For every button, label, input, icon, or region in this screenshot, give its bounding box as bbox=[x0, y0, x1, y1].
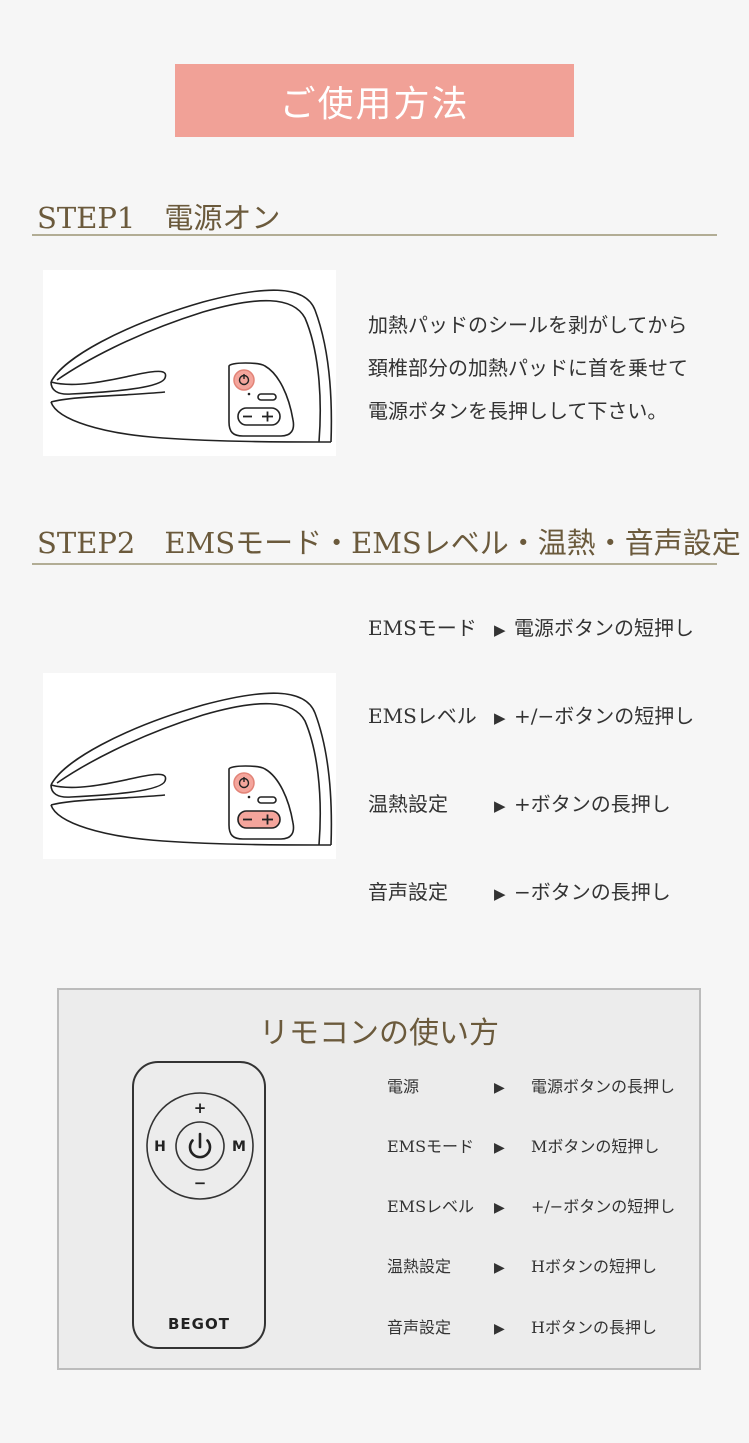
remote-op-ems-level: EMSレベル ▶ +/−ボタンの短押し bbox=[387, 1194, 675, 1220]
power-icon bbox=[188, 1139, 212, 1159]
step2-op-ems-mode: EMSモード ▶ 電源ボタンの短押し bbox=[368, 613, 694, 643]
step2-op-voice: 音声設定 ▶ −ボタンの長押し bbox=[368, 877, 671, 907]
arrow-right-icon: ▶ bbox=[494, 1080, 505, 1096]
step2-op-ems-level: EMSレベル ▶ +/−ボタンの短押し bbox=[368, 701, 694, 731]
op-label: 音声設定 bbox=[387, 1318, 452, 1337]
remote-control-illustration: + − H M BEGOT bbox=[132, 1061, 266, 1349]
page-title: ご使用方法 bbox=[175, 64, 574, 137]
step2-divider bbox=[32, 563, 717, 565]
dpad-ring bbox=[146, 1092, 254, 1200]
h-button: H bbox=[154, 1139, 166, 1155]
arrow-right-icon: ▶ bbox=[494, 1321, 505, 1337]
step1-description: 加熱パッドのシールを剥がしてから 頚椎部分の加熱パッドに首を乗せて 電源ボタンを… bbox=[368, 304, 688, 433]
op-label: EMSモード bbox=[387, 1137, 475, 1156]
arrow-right-icon: ▶ bbox=[494, 621, 506, 639]
arrow-right-icon: ▶ bbox=[494, 709, 506, 727]
step2-heading: STEP2 EMSモード・EMSレベル・温熱・音声設定 bbox=[37, 526, 741, 560]
remote-op-ems-mode: EMSモード ▶ Mボタンの短押し bbox=[387, 1134, 659, 1160]
op-action: Hボタンの短押し bbox=[531, 1257, 657, 1276]
minus-button: − bbox=[194, 1174, 207, 1192]
op-action: +ボタンの長押し bbox=[514, 792, 671, 816]
remote-section-title: リモコンの使い方 bbox=[259, 1016, 499, 1051]
op-label: EMSモード bbox=[368, 616, 477, 640]
op-label: EMSレベル bbox=[387, 1197, 475, 1216]
brand-logo: BEGOT bbox=[168, 1315, 230, 1333]
power-button bbox=[175, 1121, 225, 1171]
remote-op-voice: 音声設定 ▶ Hボタンの長押し bbox=[387, 1315, 657, 1341]
op-action: 電源ボタンの長押し bbox=[531, 1077, 676, 1096]
remote-usage-panel: リモコンの使い方 + − H M BEGOT 電源 ▶ 電源ボタンの長押し EMSモ… bbox=[57, 988, 701, 1370]
op-label: 電源 bbox=[387, 1077, 420, 1096]
step2-op-heat: 温熱設定 ▶ +ボタンの長押し bbox=[368, 789, 671, 819]
step1-heading: STEP1 電源オン bbox=[37, 201, 281, 235]
arrow-right-icon: ▶ bbox=[494, 1140, 505, 1156]
device-illustration-step2 bbox=[43, 673, 336, 859]
op-action: Mボタンの短押し bbox=[531, 1137, 660, 1156]
op-label: 音声設定 bbox=[368, 880, 448, 904]
arrow-right-icon: ▶ bbox=[494, 1260, 505, 1276]
arrow-right-icon: ▶ bbox=[494, 797, 506, 815]
op-label: 温熱設定 bbox=[387, 1257, 452, 1276]
remote-op-power: 電源 ▶ 電源ボタンの長押し bbox=[387, 1074, 675, 1100]
remote-op-heat: 温熱設定 ▶ Hボタンの短押し bbox=[387, 1254, 657, 1280]
op-label: 温熱設定 bbox=[368, 792, 448, 816]
step1-divider bbox=[32, 234, 717, 236]
plus-button: + bbox=[194, 1099, 207, 1117]
arrow-right-icon: ▶ bbox=[494, 1200, 505, 1216]
op-action: +/−ボタンの短押し bbox=[531, 1197, 676, 1216]
op-action: +/−ボタンの短押し bbox=[514, 704, 695, 728]
step1-line: 電源ボタンを長押しして下さい。 bbox=[368, 399, 668, 423]
op-action: Hボタンの長押し bbox=[531, 1318, 657, 1337]
op-action: −ボタンの長押し bbox=[514, 880, 671, 904]
step1-line: 頚椎部分の加熱パッドに首を乗せて bbox=[368, 356, 688, 380]
arrow-right-icon: ▶ bbox=[494, 885, 506, 903]
step1-line: 加熱パッドのシールを剥がしてから bbox=[368, 313, 688, 337]
device-illustration-step1 bbox=[43, 270, 336, 456]
m-button: M bbox=[232, 1139, 246, 1155]
op-action: 電源ボタンの短押し bbox=[514, 616, 694, 640]
op-label: EMSレベル bbox=[368, 704, 477, 728]
